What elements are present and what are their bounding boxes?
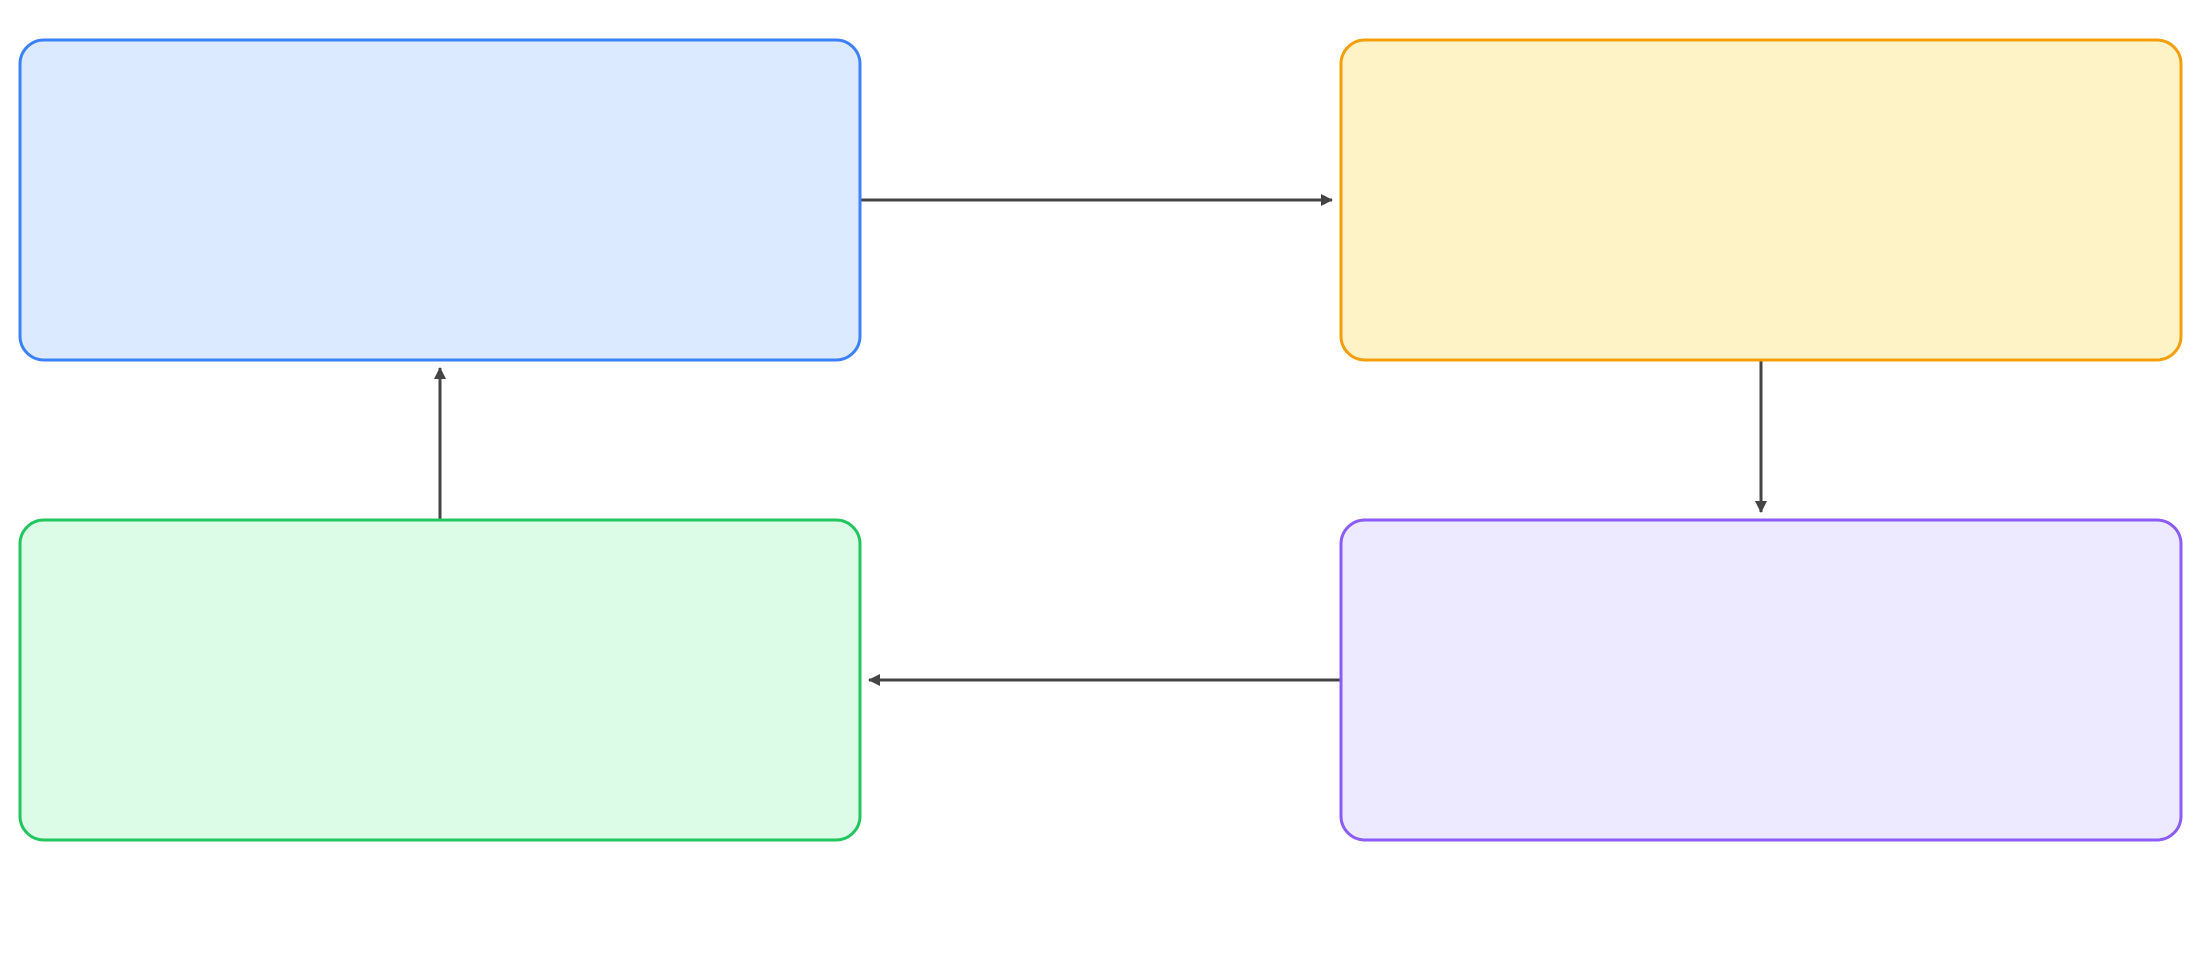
- node-top-right: [1339, 38, 2183, 362]
- edges-layer: [434, 194, 1767, 686]
- node-box: [1339, 518, 2183, 842]
- node-bottom-right: [1339, 518, 2183, 842]
- nodes-layer: [18, 38, 2183, 842]
- node-bottom-left: [18, 518, 862, 842]
- node-top-left: [18, 38, 862, 362]
- node-box: [18, 38, 862, 362]
- node-box: [1339, 38, 2183, 362]
- node-box: [18, 518, 862, 842]
